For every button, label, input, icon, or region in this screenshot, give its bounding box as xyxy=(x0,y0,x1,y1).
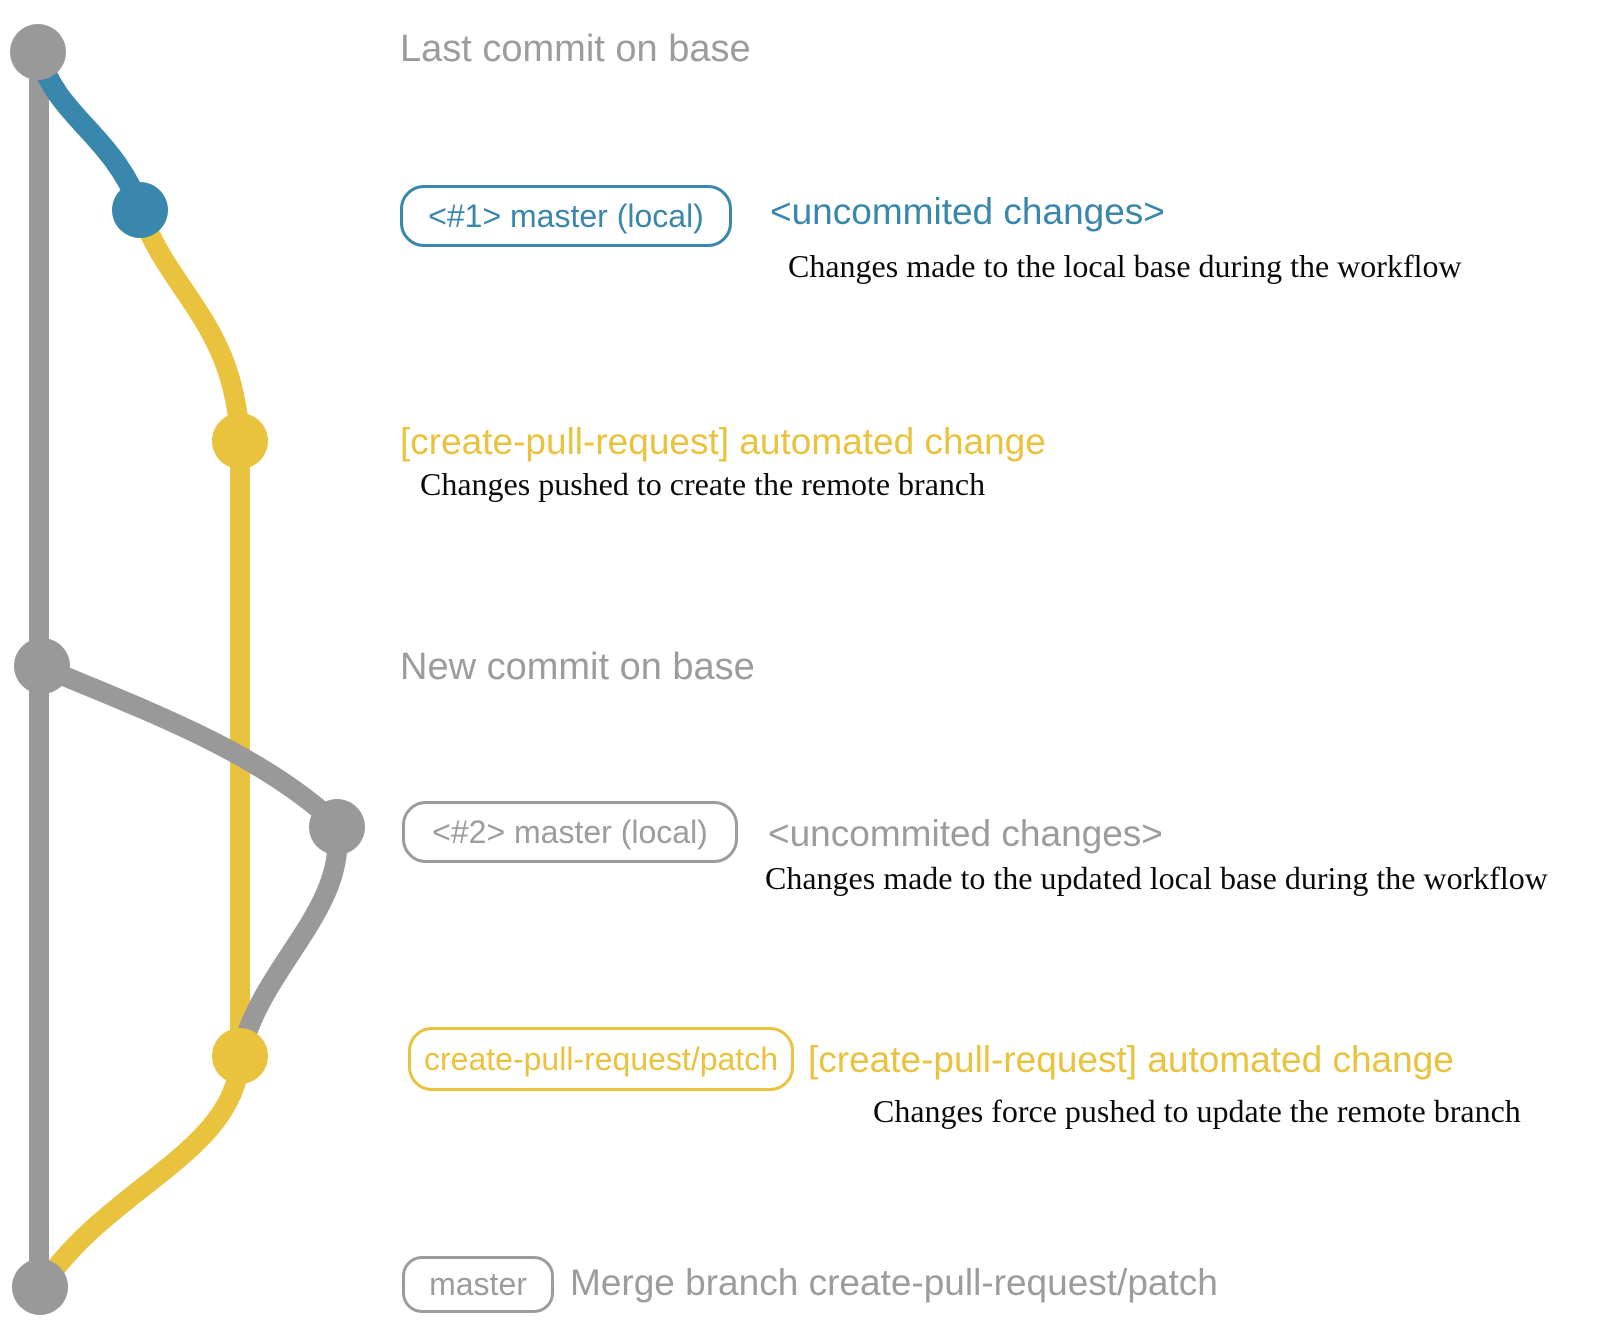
commit-node-remote-1 xyxy=(212,413,268,469)
commit-node-remote-2 xyxy=(212,1028,268,1084)
badge-master: master xyxy=(402,1256,554,1313)
label-new-commit-on-base: New commit on base xyxy=(400,646,755,688)
desc-force-pushed-update-remote: Changes force pushed to update the remot… xyxy=(873,1093,1521,1129)
commit-node-new-base xyxy=(14,638,70,694)
badge-create-pull-request-patch: create-pull-request/patch xyxy=(408,1027,794,1091)
desc-local-changes-2: Changes made to the updated local base d… xyxy=(765,860,1548,896)
commit-node-last-base xyxy=(10,24,66,80)
title-uncommited-changes-1: <uncommited changes> xyxy=(770,191,1165,232)
desc-local-changes-1: Changes made to the local base during th… xyxy=(788,248,1462,284)
title-automated-change-1: [create-pull-request] automated change xyxy=(400,421,1046,462)
edge-remote-to-merge xyxy=(34,1048,250,1294)
edge-local2-to-remote xyxy=(234,820,348,1052)
edge-local1-to-remote-line xyxy=(130,200,250,1066)
title-automated-change-2: [create-pull-request] automated change xyxy=(808,1039,1454,1080)
edge-base-to-local-1 xyxy=(28,44,151,218)
edge-base-to-local-2 xyxy=(32,657,344,832)
desc-pushed-create-remote: Changes pushed to create the remote bran… xyxy=(420,466,986,502)
title-merge-branch: Merge branch create-pull-request/patch xyxy=(570,1262,1218,1303)
badge-master-local-2: <#2> master (local) xyxy=(402,801,738,863)
commit-node-local-2 xyxy=(309,799,365,855)
label-last-commit-on-base: Last commit on base xyxy=(400,28,751,70)
badge-master-local-1: <#1> master (local) xyxy=(400,185,732,247)
title-uncommited-changes-2: <uncommited changes> xyxy=(768,813,1163,854)
commit-node-merge xyxy=(12,1259,68,1315)
commit-node-local-1 xyxy=(112,182,168,238)
